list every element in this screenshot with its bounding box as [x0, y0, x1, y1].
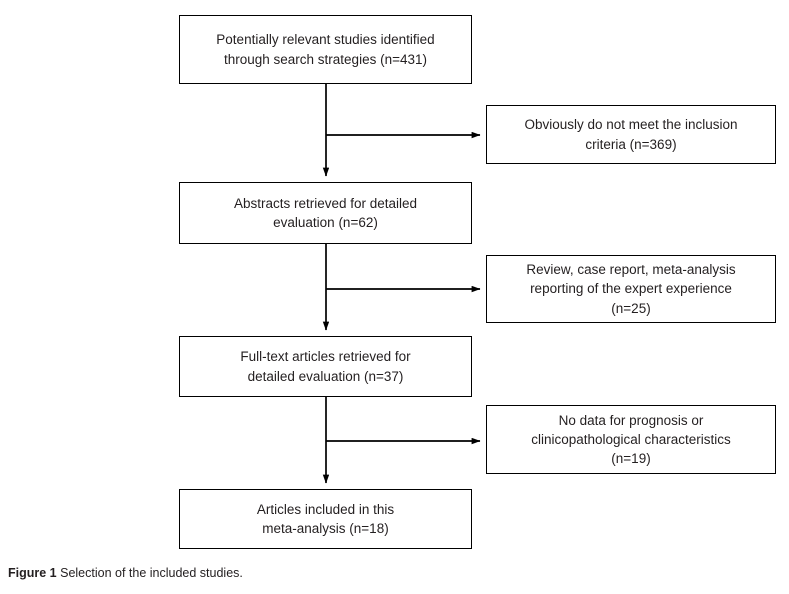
flow-node-label: Articles included in this meta-analysis … — [256, 501, 395, 536]
flow-node-label: Obviously do not meet the inclusion crit… — [524, 117, 738, 152]
flow-node-label: Potentially relevant studies identified … — [216, 32, 435, 67]
flow-node-identified-studies: Potentially relevant studies identified … — [179, 15, 472, 84]
flow-node-excluded-inclusion-criteria: Obviously do not meet the inclusion crit… — [486, 105, 776, 164]
figure-caption: Figure 1 Selection of the included studi… — [8, 566, 243, 580]
flow-node-label: Abstracts retrieved for detailed evaluat… — [233, 195, 418, 230]
flow-node-label: Review, case report, meta-analysis repor… — [526, 262, 736, 316]
flow-node-excluded-no-data: No data for prognosis or clinicopatholog… — [486, 405, 776, 474]
flow-node-label: No data for prognosis or clinicopatholog… — [531, 412, 731, 467]
flow-node-articles-included: Articles included in this meta-analysis … — [179, 489, 472, 549]
figure-caption-label: Figure 1 — [8, 566, 57, 580]
flow-node-label: Full-text articles retrieved for detaile… — [240, 349, 411, 384]
flow-node-abstracts-retrieved: Abstracts retrieved for detailed evaluat… — [179, 182, 472, 244]
flow-node-fulltext-articles-retrieved: Full-text articles retrieved for detaile… — [179, 336, 472, 397]
flow-node-excluded-review-case-report: Review, case report, meta-analysis repor… — [486, 255, 776, 323]
figure-caption-text: Selection of the included studies. — [60, 566, 243, 580]
flowchart-canvas: Potentially relevant studies identified … — [179, 15, 776, 549]
